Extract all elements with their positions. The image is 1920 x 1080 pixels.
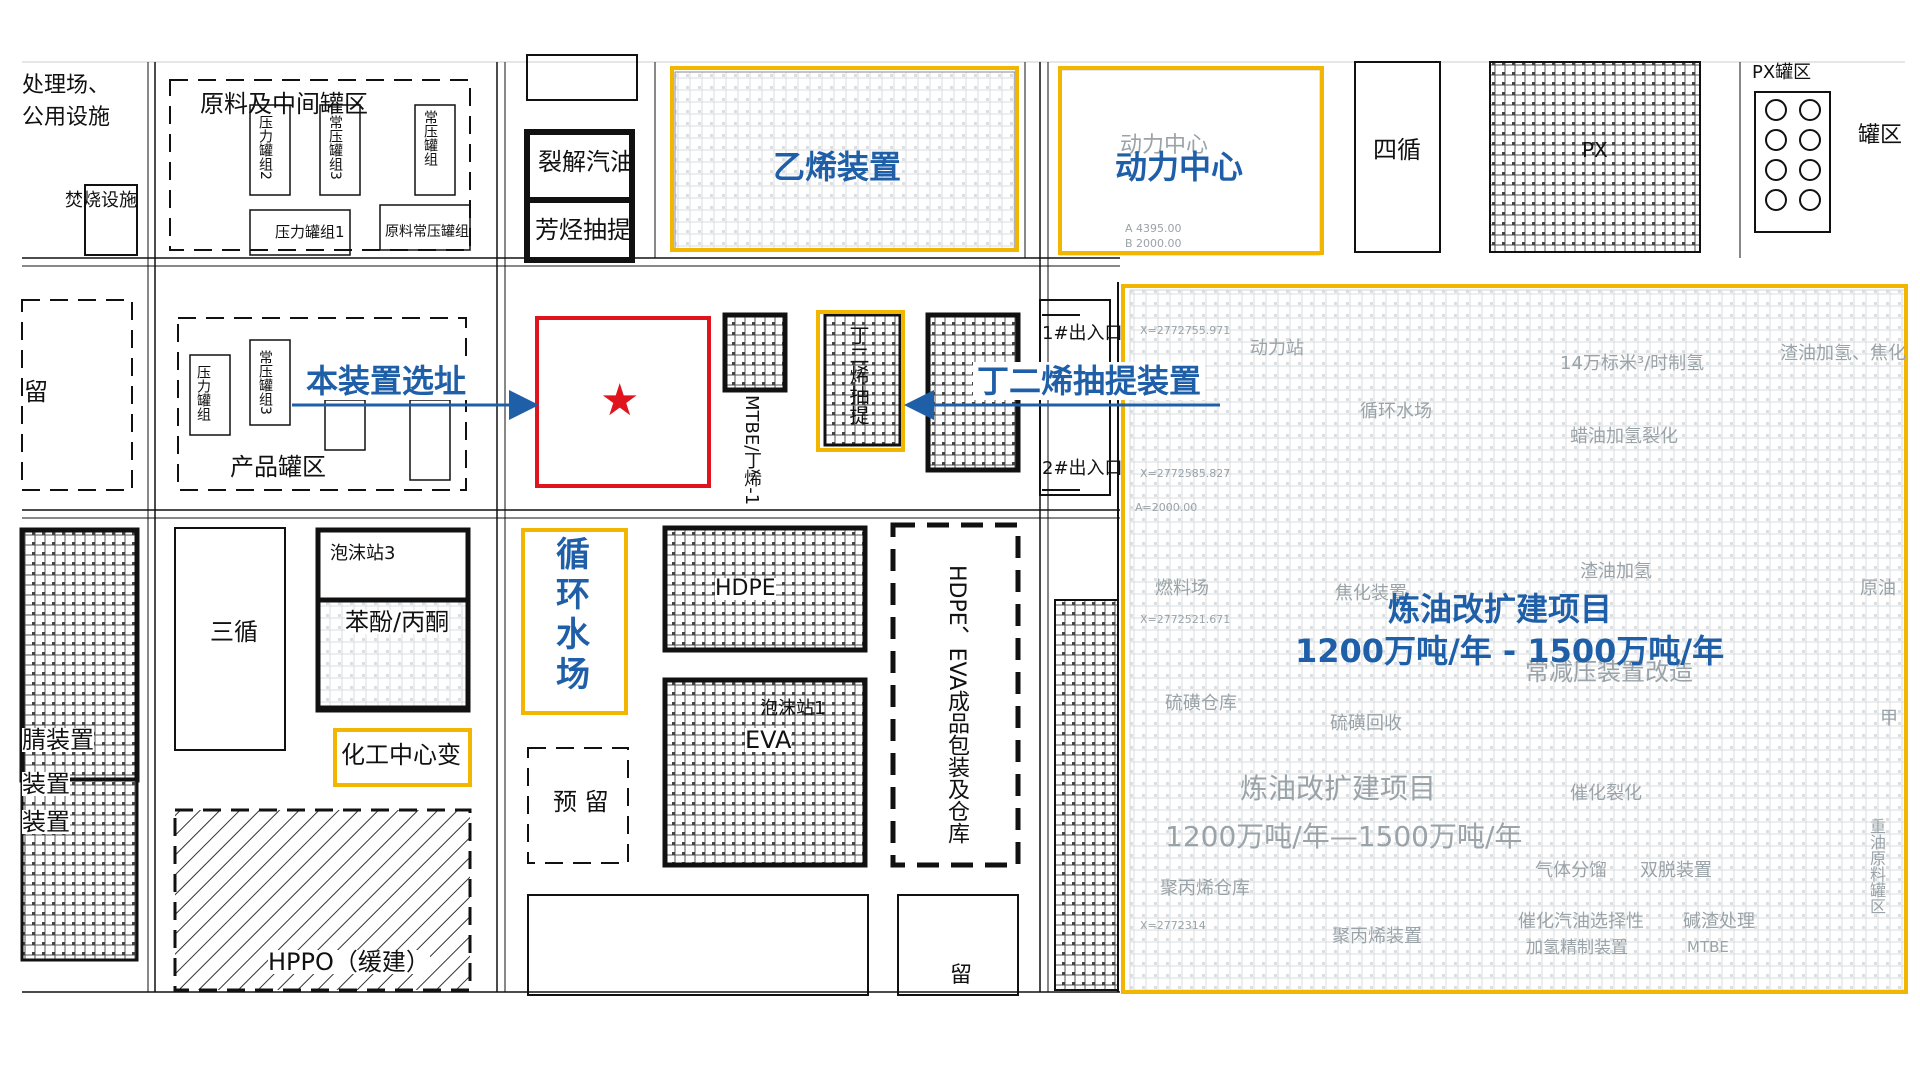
label-yali2: 压力罐组2 (257, 115, 273, 180)
small-units-top (524, 54, 1441, 263)
label-x1: X=2772755.971 (1140, 324, 1231, 337)
callout-ethylene: 乙烯装置 (773, 148, 902, 186)
label-zhuangzhi2: 装置 (22, 808, 70, 836)
label-px-tank: PX罐区 (1752, 62, 1812, 83)
label-jubingxi: 聚丙烯装置 (1332, 926, 1422, 947)
px-tank-circles (1754, 91, 1831, 233)
label-liuhuang-cangku: 硫磺仓库 (1165, 693, 1237, 714)
gate-arrows (1042, 314, 1080, 491)
label-chuli: 处理场、 (22, 73, 111, 98)
label-hdpe-eva: HDPE、EVA成品包装及仓库 (944, 565, 969, 845)
px-area-detail (1489, 61, 1701, 253)
label-yuan: 原油 (1860, 578, 1896, 599)
label-fangting: 芳烃抽提 (535, 216, 631, 244)
highlight-boxes (333, 66, 1908, 994)
label-changya-v: 常压罐组3 (257, 350, 273, 415)
label-dongli-zhan: 动力站 (1250, 338, 1304, 359)
label-shisi: 14万标米³/时制氢 (1560, 353, 1705, 374)
callout-butadiene: 丁二烯抽提装置 (973, 362, 1206, 401)
label-mtbe2: MTBE (1687, 938, 1729, 956)
label-zhayou2: 渣油加氢 (1580, 561, 1652, 582)
label-x3: X=2772521.671 (1140, 613, 1231, 626)
label-xunhuan-gray: 循环水场 (1360, 401, 1432, 422)
mtbe-unit (722, 312, 788, 393)
callout-chemical-substation: 化工中心变 (341, 741, 461, 769)
label-x2: X=2772585.827 (1140, 467, 1231, 480)
label-jia: 甲 (1880, 708, 1898, 729)
label-a-coord2: A=2000.00 (1135, 501, 1198, 514)
label-jiaohua: 焦化装置 (1335, 583, 1407, 604)
label-yuanliao-changya: 原料常压罐组 (385, 224, 469, 240)
label-yali1: 压力罐组1 (275, 223, 345, 241)
label-yuanliao: 原料及中间罐区 (200, 90, 368, 118)
label-cuihua: 催化裂化 (1570, 783, 1642, 804)
label-hdpe: HDPE (715, 576, 776, 601)
label-mtbe: MTBE/丁烯-1 (741, 395, 762, 506)
label-liu2: 留 (950, 963, 973, 988)
label-yuliu: 预 留 (553, 788, 609, 816)
label-sanxun: 三循 (210, 618, 258, 646)
label-hppo: HPPO（缓建） (268, 948, 430, 976)
label-lianyou-gray: 炼油改扩建项目 (1240, 772, 1437, 805)
label-x4: X=2772314 (1140, 919, 1206, 932)
ethylene-plant-detail (674, 71, 1016, 251)
label-chanpin: 产品罐区 (230, 453, 326, 481)
label-jubingxi-ck: 聚丙烯仓库 (1160, 878, 1250, 899)
label-a-coord1: A 4395.00 (1125, 222, 1182, 235)
callout-cooling-water: 循 环 水 场 (556, 535, 590, 696)
label-yali-v: 压力罐组 (195, 365, 211, 421)
lower-left-blocks (19, 527, 1019, 996)
label-zhuangzhi: 装置 (22, 770, 70, 798)
label-zhongzhi: 重油原料罐区 (1867, 818, 1886, 914)
label-sixun: 四循 (1373, 136, 1421, 164)
refinery-area-faint (1129, 289, 1906, 991)
callout-refinery-capacity: 1200万吨/年 - 1500万吨/年 (1295, 632, 1725, 670)
label-paomo1: 泡沫站1 (760, 698, 826, 719)
label-liuhuang: 硫磺回收 (1330, 713, 1402, 734)
label-lianyou-gray2: 1200万吨/年—1500万吨/年 (1165, 820, 1523, 853)
butadiene-unit-drawing (823, 313, 902, 447)
label-paomo3: 泡沫站3 (330, 543, 396, 564)
label-px: PX (1582, 138, 1608, 162)
label-chukou2: 2#出入口 (1042, 458, 1123, 479)
refinery-left-strip (1054, 599, 1119, 991)
eva-unit (662, 677, 868, 868)
label-cuihua-qiyou: 催化汽油选择性 (1518, 911, 1644, 932)
label-changya-tall: 常压罐组 (422, 110, 438, 166)
label-changya3: 常压罐组3 (327, 115, 343, 180)
label-ranliao: 燃料场 (1155, 578, 1209, 599)
label-jing: 腈装置 (22, 726, 94, 754)
label-fenshao: 焚烧设施 (65, 190, 137, 211)
label-benfen: 苯酚/丙酮 (345, 608, 450, 636)
label-liu: 留 (24, 378, 48, 406)
label-b-coord1: B 2000.00 (1125, 237, 1182, 250)
label-gongyong: 公用设施 (22, 105, 111, 130)
label-layou: 蜡油加氢裂化 (1570, 426, 1678, 447)
map-background (22, 61, 1905, 993)
hdpe-eva-warehouse (890, 522, 1021, 868)
label-jianzha: 碱渣处理 (1683, 911, 1755, 932)
site-box (535, 316, 711, 488)
label-qiti: 气体分馏 (1535, 860, 1607, 881)
label-shuangtuo: 双脱装置 (1640, 860, 1712, 881)
callout-site: 本装置选址 (302, 362, 471, 401)
label-jiaqing: 加氢精制装置 (1526, 938, 1628, 958)
label-zhayou: 渣油加氢、焦化 (1780, 343, 1906, 364)
label-changjian: 常减压装置改造 (1525, 658, 1693, 686)
callout-power-center: 动力中心 (1115, 148, 1244, 186)
label-guanqu: 罐区 (1858, 123, 1903, 148)
site-star-icon: ★ (600, 375, 640, 426)
label-liejie: 裂解汽油 (538, 148, 634, 176)
label-dongli-gray: 动力中心 (1120, 133, 1209, 158)
tank-area-topleft (84, 79, 471, 256)
label-eva: EVA (745, 726, 792, 754)
label-chukou1: 1#出入口 (1042, 323, 1123, 344)
label-dingerxi-v: 丁二烯抽提 (846, 325, 870, 425)
callout-refinery-title: 炼油改扩建项目 (1388, 590, 1613, 628)
